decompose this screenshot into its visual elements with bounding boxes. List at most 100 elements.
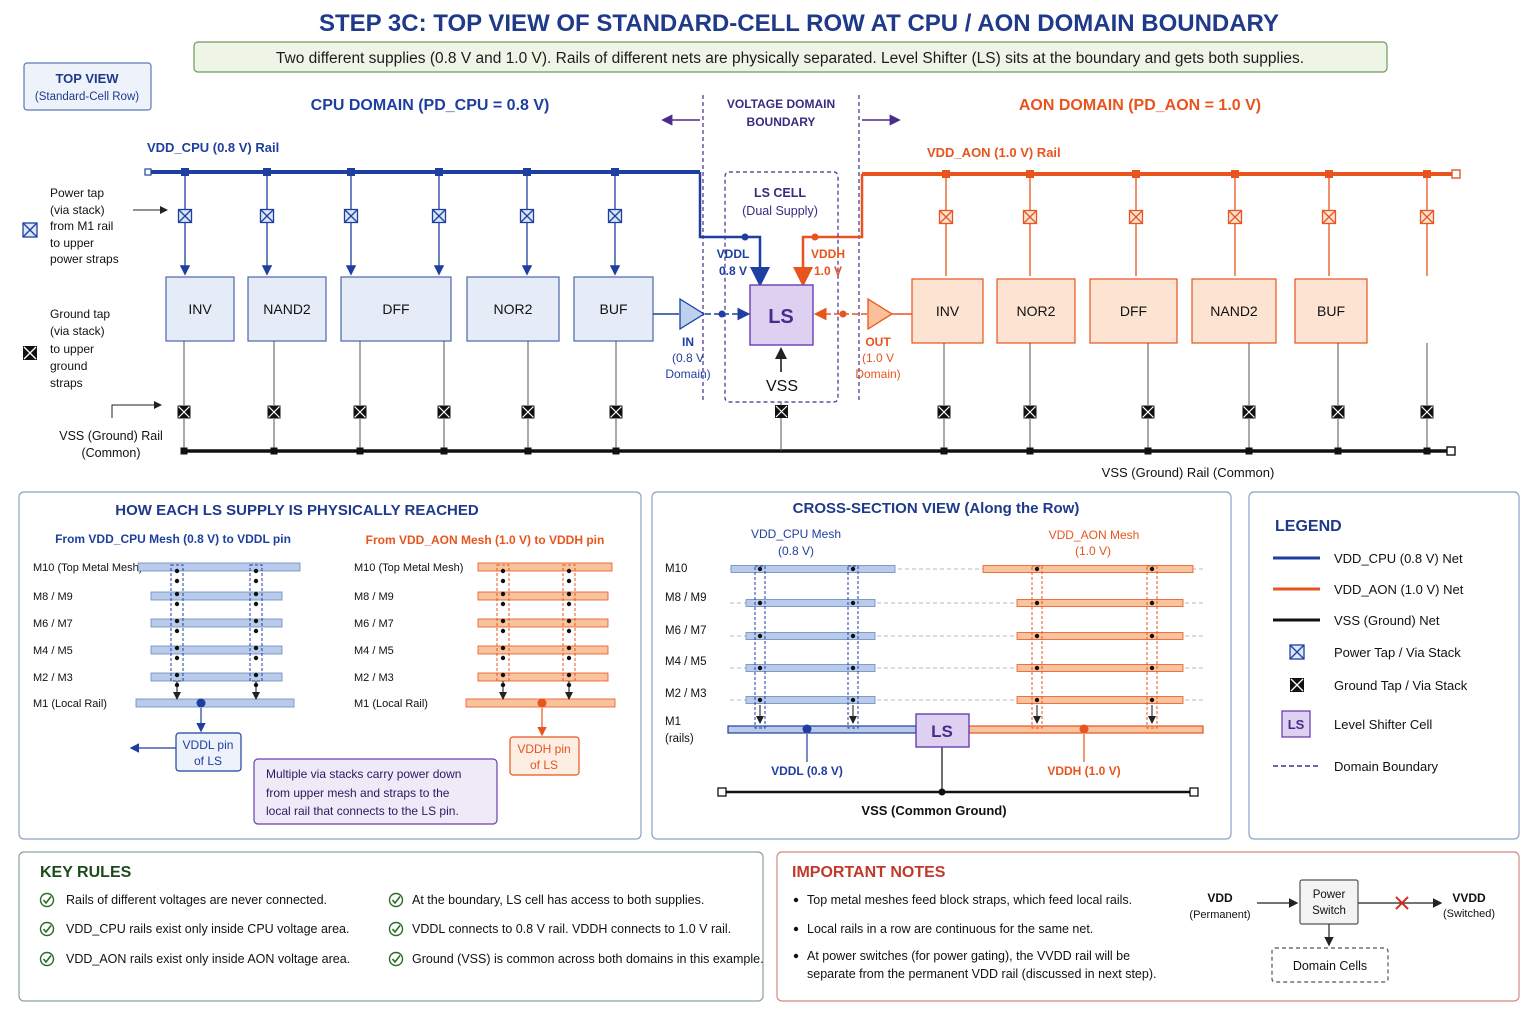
- key-rules-text: Rails of different voltages are never co…: [66, 893, 764, 966]
- metal-strap: [137, 562, 301, 572]
- vddh-junction: [811, 233, 819, 241]
- check-icon: [388, 892, 404, 908]
- via-dot: [566, 655, 572, 661]
- pin-node: [196, 698, 206, 708]
- ls-cell-label-line1: LS CELL: [754, 186, 806, 200]
- vss-right-label: VSS (Ground) Rail (Common): [1102, 465, 1275, 480]
- cs-via-stack: [1146, 565, 1158, 729]
- cs-ls-label: LS: [931, 722, 953, 741]
- via-dot: [566, 578, 572, 584]
- ground-tap-icon: [1242, 405, 1256, 419]
- cs-via-dot: [1034, 566, 1040, 572]
- cpu-domain-label: CPU DOMAIN (PD_CPU = 0.8 V): [311, 97, 550, 114]
- cs-layer-labels: M10 M8 / M9 M6 / M7 M4 / M5 M2 / M3 M1 (…: [665, 563, 707, 745]
- cs-via-dot: [1034, 600, 1040, 606]
- vss-rail-node: [1334, 447, 1342, 455]
- important-notes-bullets: Top metal meshes feed block straps, whic…: [793, 893, 1156, 981]
- layer-label: M8 / M9: [33, 591, 73, 603]
- metal-strap: [150, 672, 283, 682]
- legend-ls-icon: [1281, 710, 1311, 738]
- cpu-rail-node: [435, 168, 443, 176]
- vdd-aon-rail-label: VDD_AON (1.0 V) Rail: [927, 145, 1061, 160]
- svg-text:Ground tap: Ground tap: [50, 307, 110, 321]
- vddl-label-line2: 0.8 V: [719, 264, 747, 278]
- via-stack: [496, 564, 510, 682]
- ground-tap-icon: [23, 346, 37, 360]
- via-dot: [174, 601, 180, 607]
- legend-labels: VDD_CPU (0.8 V) Net VDD_AON (1.0 V) Net …: [1334, 551, 1468, 774]
- aon-rail-node: [1231, 170, 1239, 178]
- via-dot: [253, 672, 259, 678]
- subtitle: Two different supplies (0.8 V and 1.0 V)…: [276, 50, 1304, 67]
- ground-tap-icon: [521, 405, 535, 419]
- svg-text:Top metal meshes feed block st: Top metal meshes feed block straps, whic…: [807, 893, 1132, 907]
- power-switch-box: [1299, 879, 1359, 925]
- vss-left-label-line1: VSS (Ground) Rail: [59, 429, 163, 443]
- svg-text:OUT: OUT: [865, 335, 891, 349]
- top-view-badge-line2: (Standard-Cell Row): [35, 91, 139, 103]
- via-dot: [500, 591, 506, 597]
- cross-section-body: [717, 565, 1205, 797]
- via-dot: [174, 578, 180, 584]
- cs-vddh-node: [1079, 724, 1089, 734]
- vss-rail-node: [612, 447, 620, 455]
- layer-label: M10 (Top Metal Mesh): [354, 562, 463, 574]
- svg-text:Power tap: Power tap: [50, 186, 104, 200]
- cs-via-dot: [850, 566, 856, 572]
- ls-block-label: LS: [768, 306, 794, 328]
- boundary-label-line1: VOLTAGE DOMAIN: [727, 97, 835, 111]
- metal-strap: [477, 645, 609, 655]
- svg-text:from M1 rail: from M1 rail: [50, 219, 113, 233]
- via-dot: [500, 655, 506, 661]
- power-tap-icon: [1022, 209, 1038, 225]
- svg-text:Ground Tap / Via Stack: Ground Tap / Via Stack: [1334, 678, 1468, 693]
- cpu-cell-buf: [573, 276, 654, 342]
- ground-tap-icon: [437, 405, 451, 419]
- cs-vddh-label: VDDH (1.0 V): [1047, 764, 1120, 778]
- via-dot: [253, 655, 259, 661]
- check-mark: [42, 955, 52, 964]
- via-dot: [174, 672, 180, 678]
- via-stack: [170, 564, 184, 682]
- cpu-rail-node: [611, 168, 619, 176]
- aon-rail-node: [1423, 170, 1431, 178]
- legend-panel: [1248, 491, 1520, 840]
- svg-text:(rails): (rails): [665, 733, 694, 745]
- svg-text:VSS (Ground) Net: VSS (Ground) Net: [1334, 613, 1440, 628]
- supply-note-box: [253, 758, 498, 825]
- via-dot: [500, 568, 506, 574]
- boundary-label-line2: BOUNDARY: [747, 115, 816, 129]
- power-tap-icon: [431, 208, 447, 224]
- metal-strap: [135, 698, 295, 708]
- vdd-permanent-line1: VDD: [1207, 891, 1233, 905]
- out-label: OUT (1.0 V Domain): [855, 335, 900, 381]
- svg-text:VDD_AON (1.0 V) Net: VDD_AON (1.0 V) Net: [1334, 582, 1464, 597]
- cross-section-title: CROSS-SECTION VIEW (Along the Row): [793, 500, 1080, 517]
- vddh-label-line2: 1.0 V: [814, 264, 842, 278]
- via-dot: [566, 568, 572, 574]
- power-tap-icon: [519, 208, 535, 224]
- ground-tap-icon: [609, 405, 623, 419]
- vdd-cpu-rail-label: VDD_CPU (0.8 V) Rail: [147, 140, 279, 155]
- via-dot: [174, 568, 180, 574]
- cs-via-dot: [1149, 633, 1155, 639]
- metal-strap: [150, 618, 283, 628]
- aon-cell-label: NAND2: [1210, 303, 1258, 319]
- vddh-pin-line2: of LS: [530, 758, 558, 772]
- supply-note-line2: from upper mesh and straps to the: [266, 786, 450, 800]
- cs-via-dot: [850, 697, 856, 703]
- svg-text:M8 / M9: M8 / M9: [665, 592, 707, 604]
- svg-text:M1: M1: [665, 716, 681, 728]
- via-dot: [253, 578, 259, 584]
- via-dot: [174, 655, 180, 661]
- vddh-pin-box: [509, 736, 580, 776]
- via-dot: [566, 591, 572, 597]
- cpu-rail-node: [263, 168, 271, 176]
- vddl-pin-line1: VDDL pin: [183, 738, 234, 752]
- supply-right-title: From VDD_AON Mesh (1.0 V) to VDDH pin: [366, 533, 605, 547]
- layer-label: M1 (Local Rail): [354, 698, 428, 710]
- aon-rail-node: [1132, 170, 1140, 178]
- svg-text:At power switches (for power g: At power switches (for power gating), th…: [807, 949, 1130, 963]
- power-tap-icon: [1227, 209, 1243, 225]
